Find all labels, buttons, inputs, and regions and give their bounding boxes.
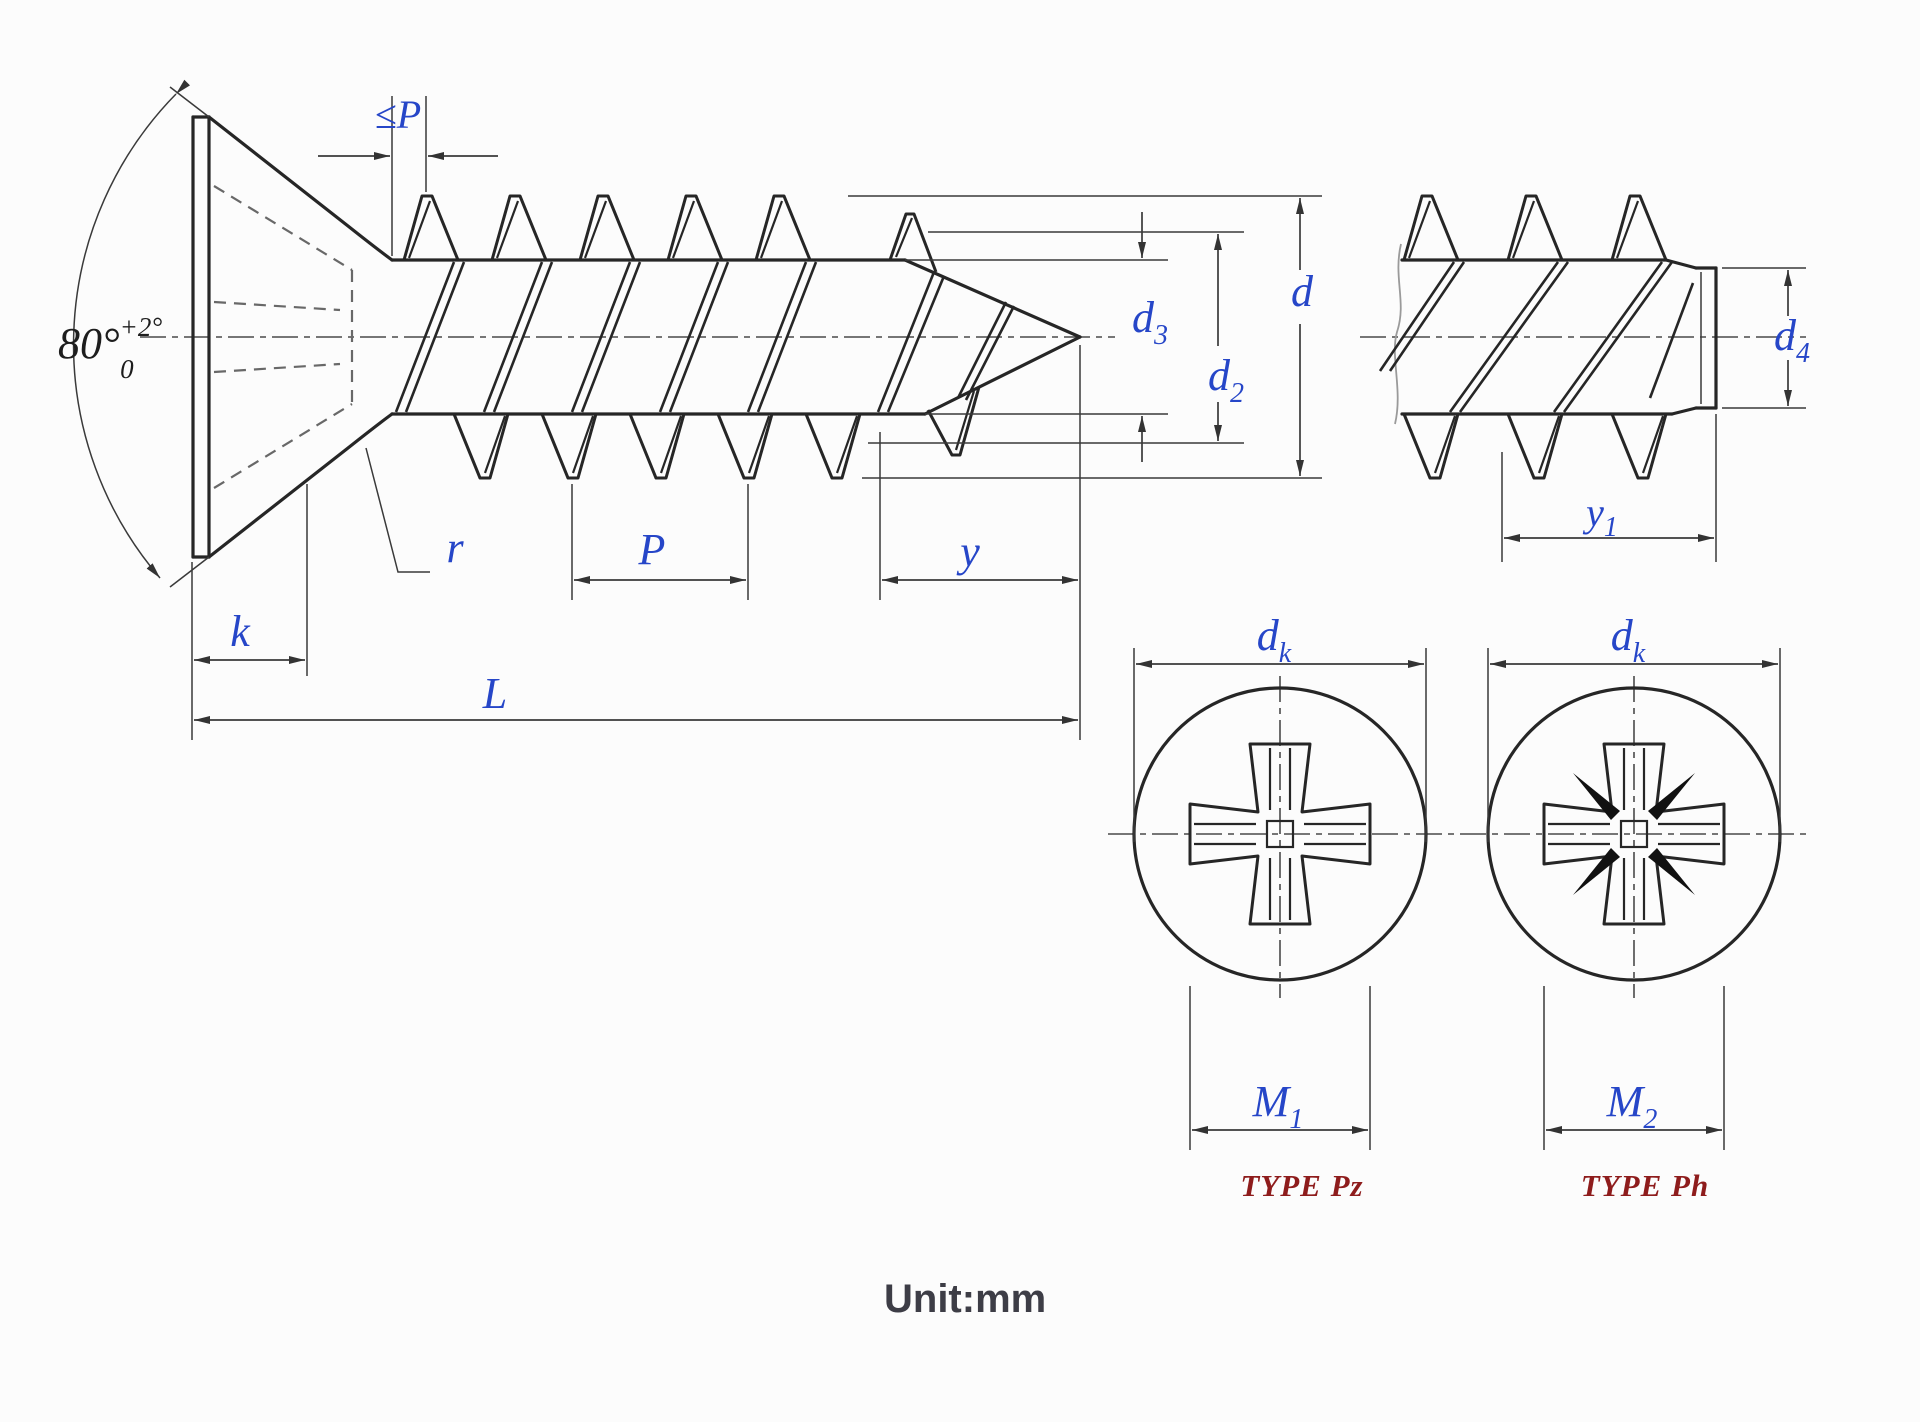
pozidriv-ray-se <box>1648 848 1695 895</box>
y-label: y <box>956 527 980 576</box>
length-label: L <box>482 669 507 718</box>
m2-label: M2 <box>1606 1077 1658 1135</box>
d4-label: d4 <box>1774 311 1810 369</box>
main-view-thread <box>390 194 1082 480</box>
drive-view-pz: dk M1 TYPE Pz <box>1132 611 1428 1203</box>
k-label: k <box>230 607 251 656</box>
drive-view-ph: dk M2 TYPE Ph <box>1486 611 1782 1203</box>
d3-label: d3 <box>1132 293 1168 351</box>
angle-label: 80°+2°0 <box>58 312 162 384</box>
pozidriv-ray-sw <box>1573 848 1620 895</box>
end-detail-view: d4 y1 <box>1378 194 1810 562</box>
y1-label: y1 <box>1582 490 1618 543</box>
type-ph-label: TYPE Ph <box>1581 1168 1709 1203</box>
pozidriv-ray-ne <box>1648 773 1695 820</box>
unit-note: Unit:mm <box>884 1277 1046 1321</box>
dk-left-label: dk <box>1257 611 1292 669</box>
d-label: d <box>1291 267 1314 316</box>
centerlines <box>140 336 1806 998</box>
d2-label: d2 <box>1208 351 1244 409</box>
main-view-head <box>169 86 394 588</box>
type-pz-label: TYPE Pz <box>1240 1168 1363 1203</box>
cross-recess-pz <box>1188 742 1372 926</box>
r-label: r <box>446 523 464 572</box>
main-view-dimensions: 80°+2°0 ≤P d3 d2 d r P <box>58 79 1322 740</box>
pitch-label: P <box>638 525 666 574</box>
m1-label: M1 <box>1252 1077 1304 1135</box>
dk-right-label: dk <box>1611 611 1646 669</box>
pozidriv-ray-nw <box>1573 773 1620 820</box>
incomplete-thread-label: ≤P <box>375 92 421 137</box>
